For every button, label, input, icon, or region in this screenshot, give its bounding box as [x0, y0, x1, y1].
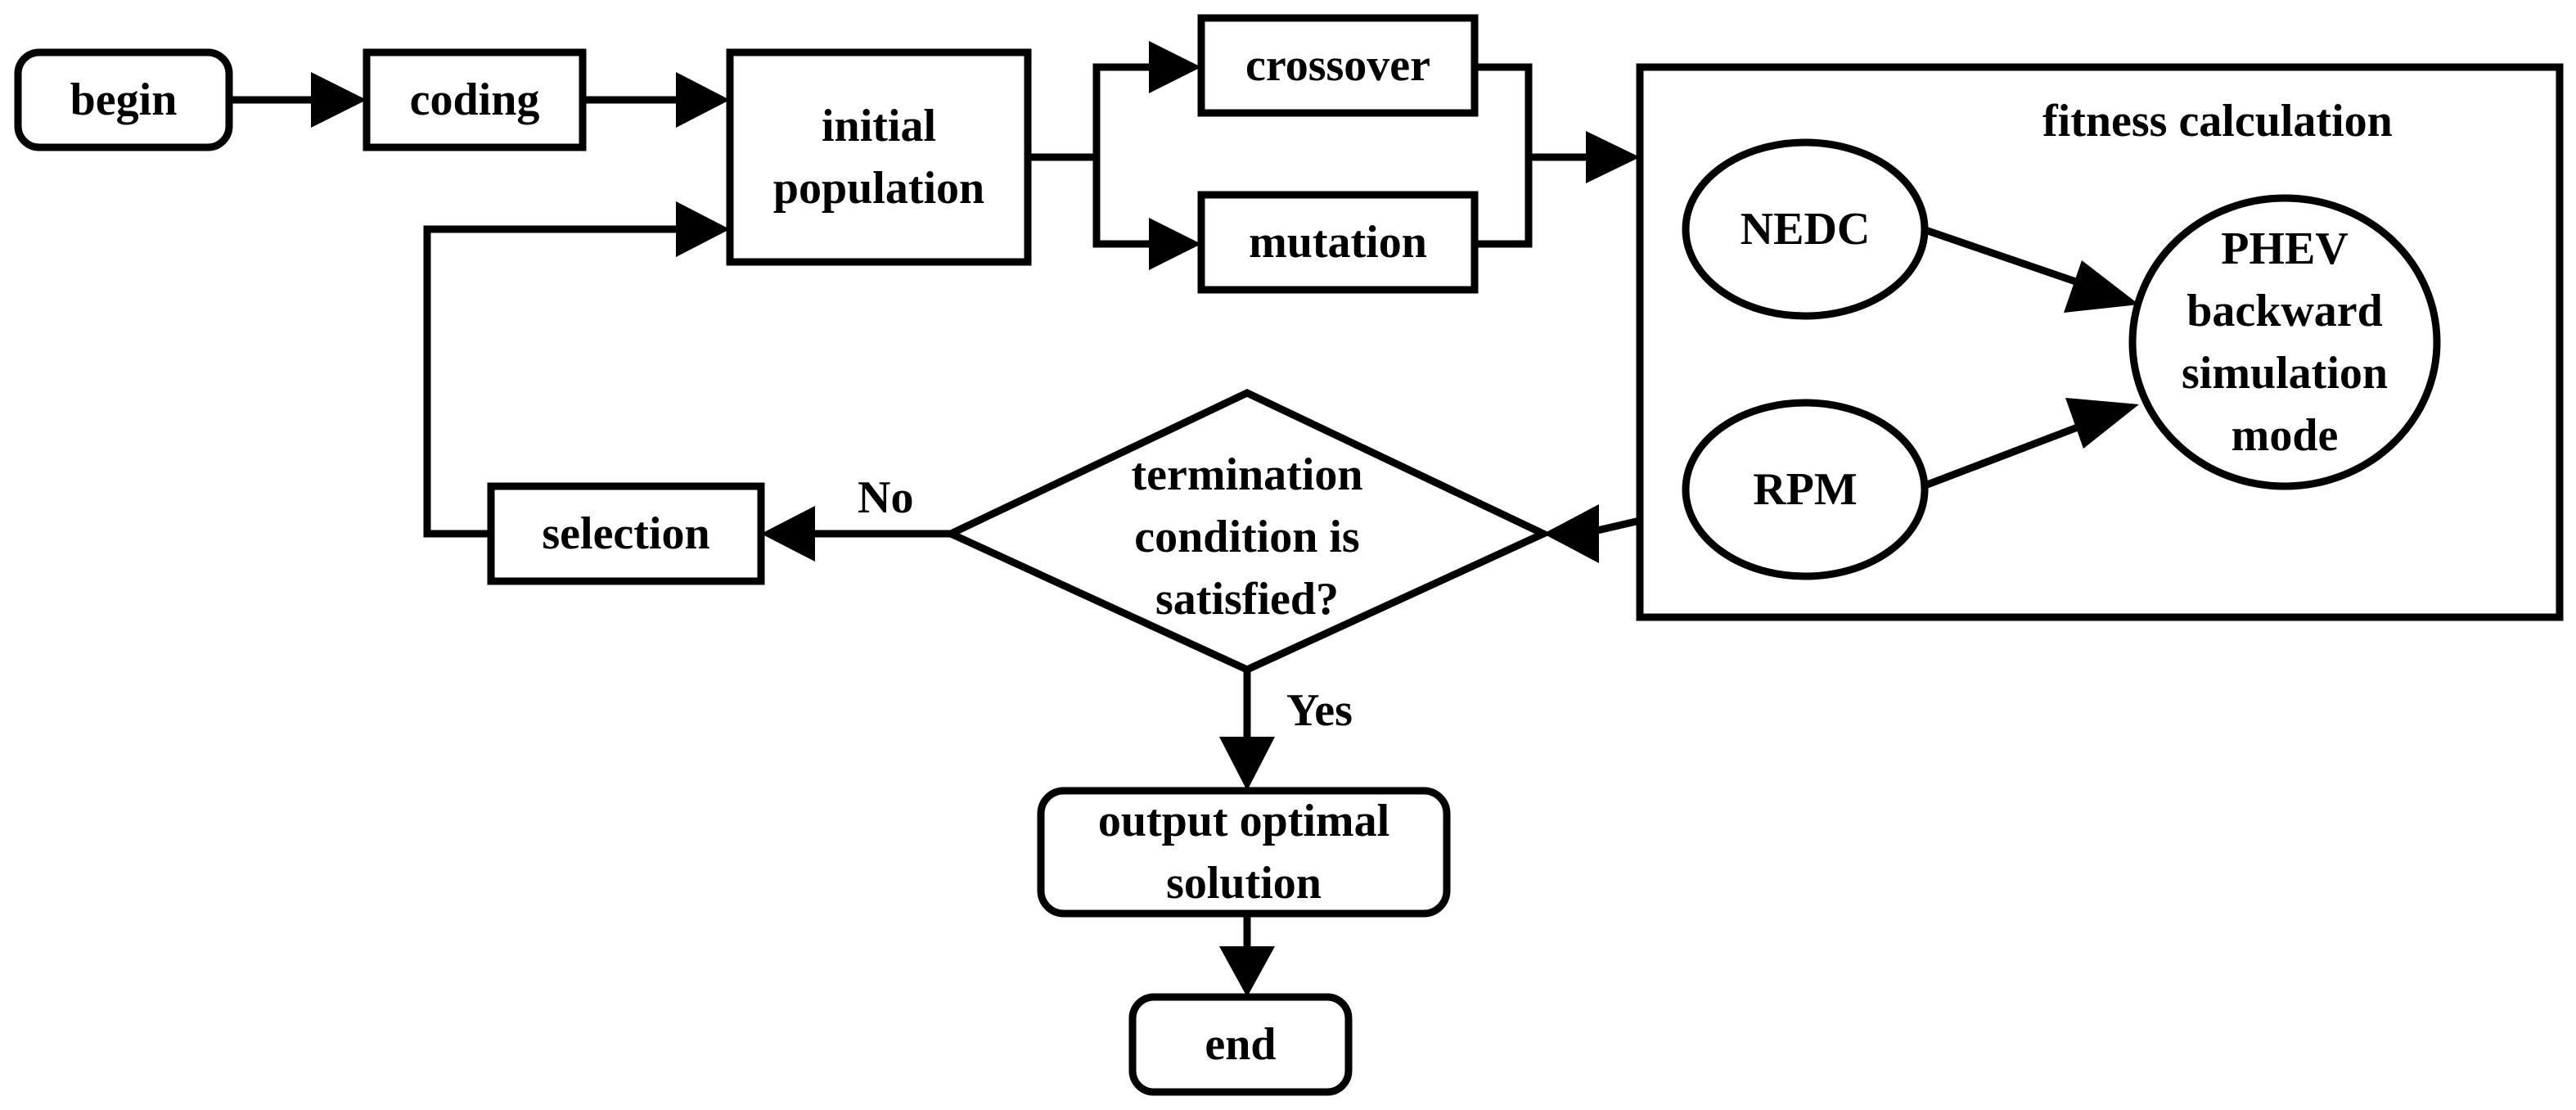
fitness-calculation-title: fitness calculation	[2042, 96, 2393, 147]
selection-label: selection	[542, 508, 710, 559]
arrowhead-phev-from-nedc	[2064, 260, 2139, 313]
arrowhead-coding	[311, 72, 367, 128]
edge-selection-initial-population	[423, 225, 676, 538]
phev-model-label: PHEV backward simulation mode	[2181, 223, 2389, 461]
arrowhead-initial-population	[676, 72, 730, 128]
fitness-calculation-box	[1636, 63, 2564, 621]
edge-split-mutation	[1092, 157, 1149, 248]
no-edge-label: No	[858, 472, 914, 523]
edge-split-crossover	[1092, 63, 1149, 244]
arrowhead-phev-from-rpm	[2065, 398, 2139, 449]
arrowhead-termination	[1543, 504, 1599, 563]
arrowhead-fitness	[1586, 131, 1640, 183]
end-terminal	[1128, 993, 1353, 1096]
coding-label: coding	[409, 74, 540, 125]
edge-nedc-phev	[1921, 225, 2096, 292]
initial-population-label: initial population	[772, 101, 985, 214]
mutation-label: mutation	[1249, 217, 1427, 268]
crossover-label: crossover	[1245, 40, 1430, 91]
phev-model-ellipse	[2128, 194, 2441, 490]
termination-condition-label: termination condition is satisfied?	[1131, 449, 1363, 625]
output-optimal-solution-label: output optimal solution	[1097, 796, 1390, 909]
arrowhead-end	[1219, 946, 1275, 997]
rpm-label: RPM	[1753, 464, 1858, 515]
end-label: end	[1205, 1019, 1277, 1070]
begin-label: begin	[70, 74, 178, 125]
edge-fitness-termination	[1596, 517, 1642, 535]
nedc-label: NEDC	[1740, 204, 1871, 255]
arrowhead-mutation	[1149, 218, 1201, 270]
arrowhead-selection	[761, 506, 815, 562]
arrowhead-initial-population-feedback	[676, 201, 730, 257]
arrowhead-crossover	[1149, 41, 1201, 93]
edge-crossover-merge	[1475, 63, 1533, 248]
edge-rpm-phev	[1921, 417, 2096, 490]
arrowhead-output	[1219, 737, 1275, 791]
yes-edge-label: Yes	[1286, 685, 1353, 736]
